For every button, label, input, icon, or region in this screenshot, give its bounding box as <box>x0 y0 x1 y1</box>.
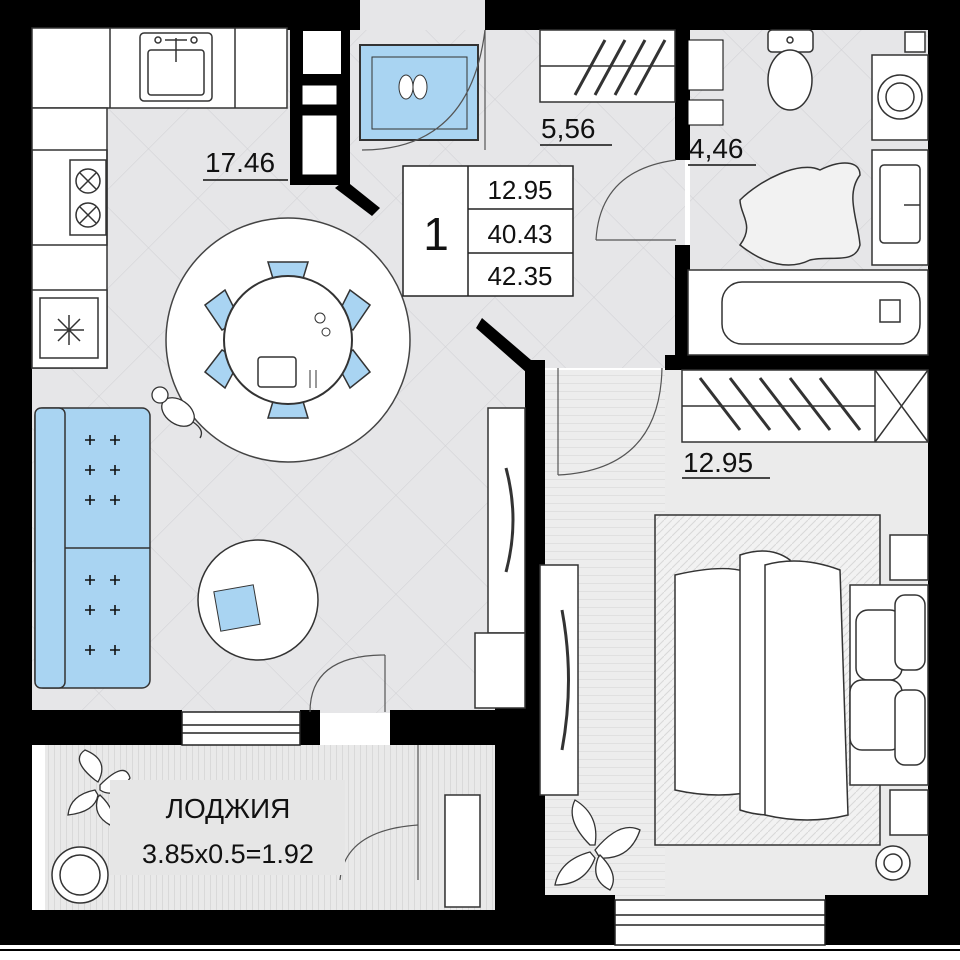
bedroom-area-label: 12.95 <box>683 447 753 478</box>
fridge-snowflake-icon <box>31 289 108 369</box>
hall-area-label: 5,56 <box>541 113 596 144</box>
bedroom-lamp <box>875 845 911 881</box>
windows <box>181 711 826 946</box>
loggia-formula: 3.85x0.5=1.92 <box>142 839 314 869</box>
cat-icon <box>151 386 203 439</box>
sink-icon <box>139 32 213 102</box>
washing-machine-icon <box>871 31 929 141</box>
bathroom-sink <box>871 149 929 266</box>
loggia-title: ЛОДЖИЯ <box>166 793 291 824</box>
stove-icon <box>31 149 108 246</box>
hall-wardrobe <box>539 29 676 103</box>
loggia-bench <box>444 794 481 908</box>
rooms-count: 1 <box>423 208 449 260</box>
summary-total-loggia: 42.35 <box>487 261 552 291</box>
summary-box <box>402 165 574 297</box>
loggia-round-table <box>51 846 109 904</box>
loggia-plant <box>67 749 131 826</box>
toilet-icon <box>767 29 814 111</box>
bedroom-dresser <box>539 564 579 796</box>
bed <box>654 514 929 846</box>
summary-total: 40.43 <box>487 219 552 249</box>
loggia-label-bg <box>110 780 345 875</box>
sofa <box>34 407 151 689</box>
bathroom-area-label: 4,46 <box>689 133 744 164</box>
bathtub <box>687 269 929 356</box>
plant-icon <box>554 799 641 891</box>
slippers-icon <box>359 44 479 141</box>
summary-living: 12.95 <box>487 175 552 205</box>
living-area-label: 17.46 <box>205 147 275 178</box>
doors <box>309 29 677 881</box>
bedroom-wardrobe <box>681 369 929 443</box>
dining-table <box>223 275 353 405</box>
rug-icon <box>738 162 861 266</box>
tv-unit <box>474 407 526 709</box>
